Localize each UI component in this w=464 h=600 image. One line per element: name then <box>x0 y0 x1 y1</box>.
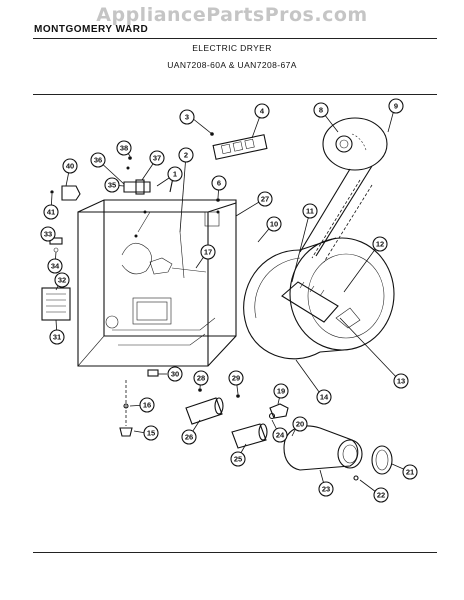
diagram-title: ELECTRIC DRYER <box>192 43 272 53</box>
callout-label: 28 <box>197 374 205 383</box>
callout-17: 17 <box>200 244 216 260</box>
brand-name: MONTGOMERY WARD <box>34 24 149 35</box>
watermark: AppliancePartsPros.com <box>96 4 368 26</box>
callout-label: 15 <box>147 429 155 438</box>
callout-label: 24 <box>276 431 285 440</box>
callout-4: 4 <box>254 103 270 119</box>
model-numbers: UAN7208-60A & UAN7208-67A <box>167 60 297 70</box>
callout-15: 15 <box>143 425 159 441</box>
callout-label: 21 <box>406 468 414 477</box>
callout-26: 26 <box>181 429 197 445</box>
callout-13: 13 <box>393 373 409 389</box>
section-rule <box>33 94 437 95</box>
callout-label: 9 <box>394 102 398 111</box>
callout-label: 20 <box>296 420 304 429</box>
callout-21: 21 <box>402 464 418 480</box>
callout-30: 30 <box>167 366 183 382</box>
callout-12: 12 <box>372 236 388 252</box>
callout-19: 19 <box>273 383 289 399</box>
callout-label: 32 <box>58 276 66 285</box>
top-rule <box>33 38 437 39</box>
callout-label: 25 <box>234 455 242 464</box>
callout-label: 27 <box>261 195 269 204</box>
callout-34: 34 <box>47 258 63 274</box>
cabinet-drawing <box>77 199 237 367</box>
callout-label: 17 <box>204 248 212 257</box>
callout-label: 10 <box>270 220 278 229</box>
small-parts-left <box>41 132 268 437</box>
callout-label: 26 <box>185 433 193 442</box>
callout-label: 37 <box>153 154 161 163</box>
callout-label: 29 <box>232 374 240 383</box>
callout-6: 6 <box>211 175 227 191</box>
callout-36: 36 <box>90 152 106 168</box>
callout-29: 29 <box>228 370 244 386</box>
callout-3: 3 <box>179 109 195 125</box>
callout-37: 37 <box>149 150 165 166</box>
callout-label: 1 <box>173 170 177 179</box>
callout-27: 27 <box>257 191 273 207</box>
callout-label: 6 <box>217 179 221 188</box>
callout-10: 10 <box>266 216 282 232</box>
callout-16: 16 <box>139 397 155 413</box>
callout-label: 13 <box>397 377 405 386</box>
bottom-rule <box>33 552 437 553</box>
callout-label: 41 <box>47 208 55 217</box>
callout-label: 8 <box>319 106 323 115</box>
bearing-detail <box>299 117 388 257</box>
callout-41: 41 <box>43 204 59 220</box>
callout-23: 23 <box>318 481 334 497</box>
callout-label: 30 <box>171 370 179 379</box>
callout-11: 11 <box>302 203 318 219</box>
callout-label: 16 <box>143 401 151 410</box>
callout-2: 2 <box>178 147 194 163</box>
drum-drawing <box>243 179 395 360</box>
callout-40: 40 <box>62 158 78 174</box>
callout-label: 4 <box>260 107 265 116</box>
callout-label: 19 <box>277 387 285 396</box>
callout-1: 1 <box>167 166 183 182</box>
exhaust-parts <box>185 388 393 481</box>
callout-label: 34 <box>51 262 60 271</box>
callout-9: 9 <box>388 98 404 114</box>
callout-14: 14 <box>316 389 332 405</box>
callout-22: 22 <box>373 487 389 503</box>
callout-label: 33 <box>44 230 52 239</box>
callout-31: 31 <box>49 329 65 345</box>
callout-28: 28 <box>193 370 209 386</box>
callout-label: 35 <box>108 181 116 190</box>
callout-35: 35 <box>104 177 120 193</box>
callout-label: 14 <box>320 393 329 402</box>
callout-label: 12 <box>376 240 384 249</box>
callout-20: 20 <box>292 416 308 432</box>
callout-label: 23 <box>322 485 330 494</box>
callout-8: 8 <box>313 102 329 118</box>
callout-label: 2 <box>184 151 188 160</box>
callout-33: 33 <box>40 226 56 242</box>
callout-label: 3 <box>185 113 189 122</box>
callout-label: 11 <box>306 207 314 216</box>
callout-24: 24 <box>272 427 288 443</box>
callout-32: 32 <box>54 272 70 288</box>
callout-label: 22 <box>377 491 385 500</box>
callout-label: 38 <box>120 144 128 153</box>
callout-label: 31 <box>53 333 61 342</box>
callout-label: 36 <box>94 156 102 165</box>
callout-label: 40 <box>66 162 74 171</box>
callout-25: 25 <box>230 451 246 467</box>
callout-38: 38 <box>116 140 132 156</box>
